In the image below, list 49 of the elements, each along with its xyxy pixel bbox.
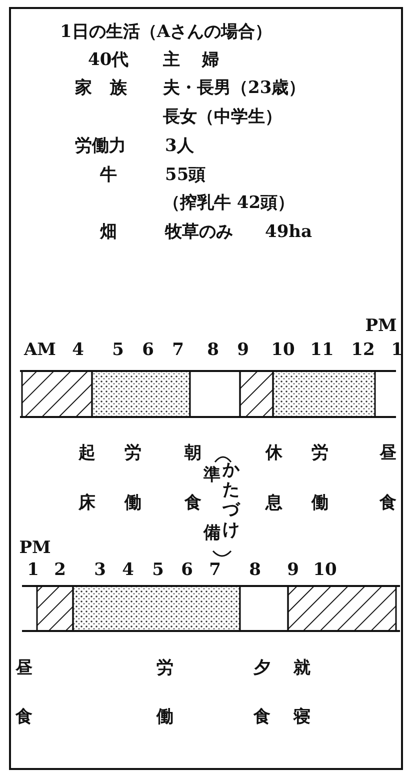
hour-label: 6 — [142, 340, 154, 360]
activity-label: 労働 — [156, 657, 174, 729]
info-text: 労働力 — [75, 136, 126, 156]
hour-label: 1 — [27, 560, 39, 580]
axis-label: AM — [24, 340, 56, 360]
hour-label: 11 — [310, 340, 334, 360]
hour-label: 2 — [54, 560, 66, 580]
info-text: 牛 — [100, 165, 117, 185]
activity-label: かたづけ — [222, 460, 240, 540]
hour-label: 1 — [391, 340, 403, 360]
axis-label: PM — [19, 538, 51, 558]
activity-label: 労働 — [124, 442, 142, 515]
activity-label: 起床 — [78, 442, 96, 515]
axis-label: PM — [365, 316, 397, 336]
info-text: 畑 — [100, 222, 117, 242]
activity-label: 昼食 — [15, 657, 33, 729]
hour-label: 3 — [94, 560, 106, 580]
activity-label: 就寝 — [293, 657, 311, 729]
hour-label: 6 — [181, 560, 193, 580]
info-text: 主婦 — [163, 50, 241, 70]
hour-label: 5 — [152, 560, 164, 580]
hour-label: 4 — [72, 340, 84, 360]
activity-label: 昼食 — [379, 442, 397, 515]
info-text: 牧草のみ — [165, 222, 233, 242]
info-text: 家族 — [75, 78, 145, 98]
activity-label: 朝食 — [184, 442, 202, 515]
activity-label: 夕食 — [253, 657, 271, 729]
activity-label: 準備 — [203, 464, 221, 545]
info-text: 40代 — [88, 50, 129, 70]
hour-label: 12 — [351, 340, 375, 360]
hour-label: 7 — [209, 560, 221, 580]
hour-label: 8 — [249, 560, 261, 580]
hour-label: 5 — [112, 340, 124, 360]
hour-label: 10 — [313, 560, 337, 580]
activity-label: 労働 — [311, 442, 329, 515]
info-text: （搾乳牛 42頭） — [163, 193, 295, 213]
hour-label: 4 — [122, 560, 134, 580]
hour-label: 10 — [271, 340, 295, 360]
activity-label: 休息 — [265, 442, 283, 515]
hour-label: 9 — [237, 340, 249, 360]
info-text: 長女（中学生） — [163, 107, 282, 127]
hour-label: 9 — [287, 560, 299, 580]
info-text: 55頭 — [165, 165, 206, 185]
hour-label: 7 — [172, 340, 184, 360]
title: 1日の生活（Aさんの場合） — [60, 22, 272, 42]
info-text: 49ha — [265, 222, 312, 242]
info-text: 夫・長男（23歳） — [163, 78, 306, 98]
hour-label: 8 — [207, 340, 219, 360]
info-text: 3人 — [165, 136, 194, 156]
